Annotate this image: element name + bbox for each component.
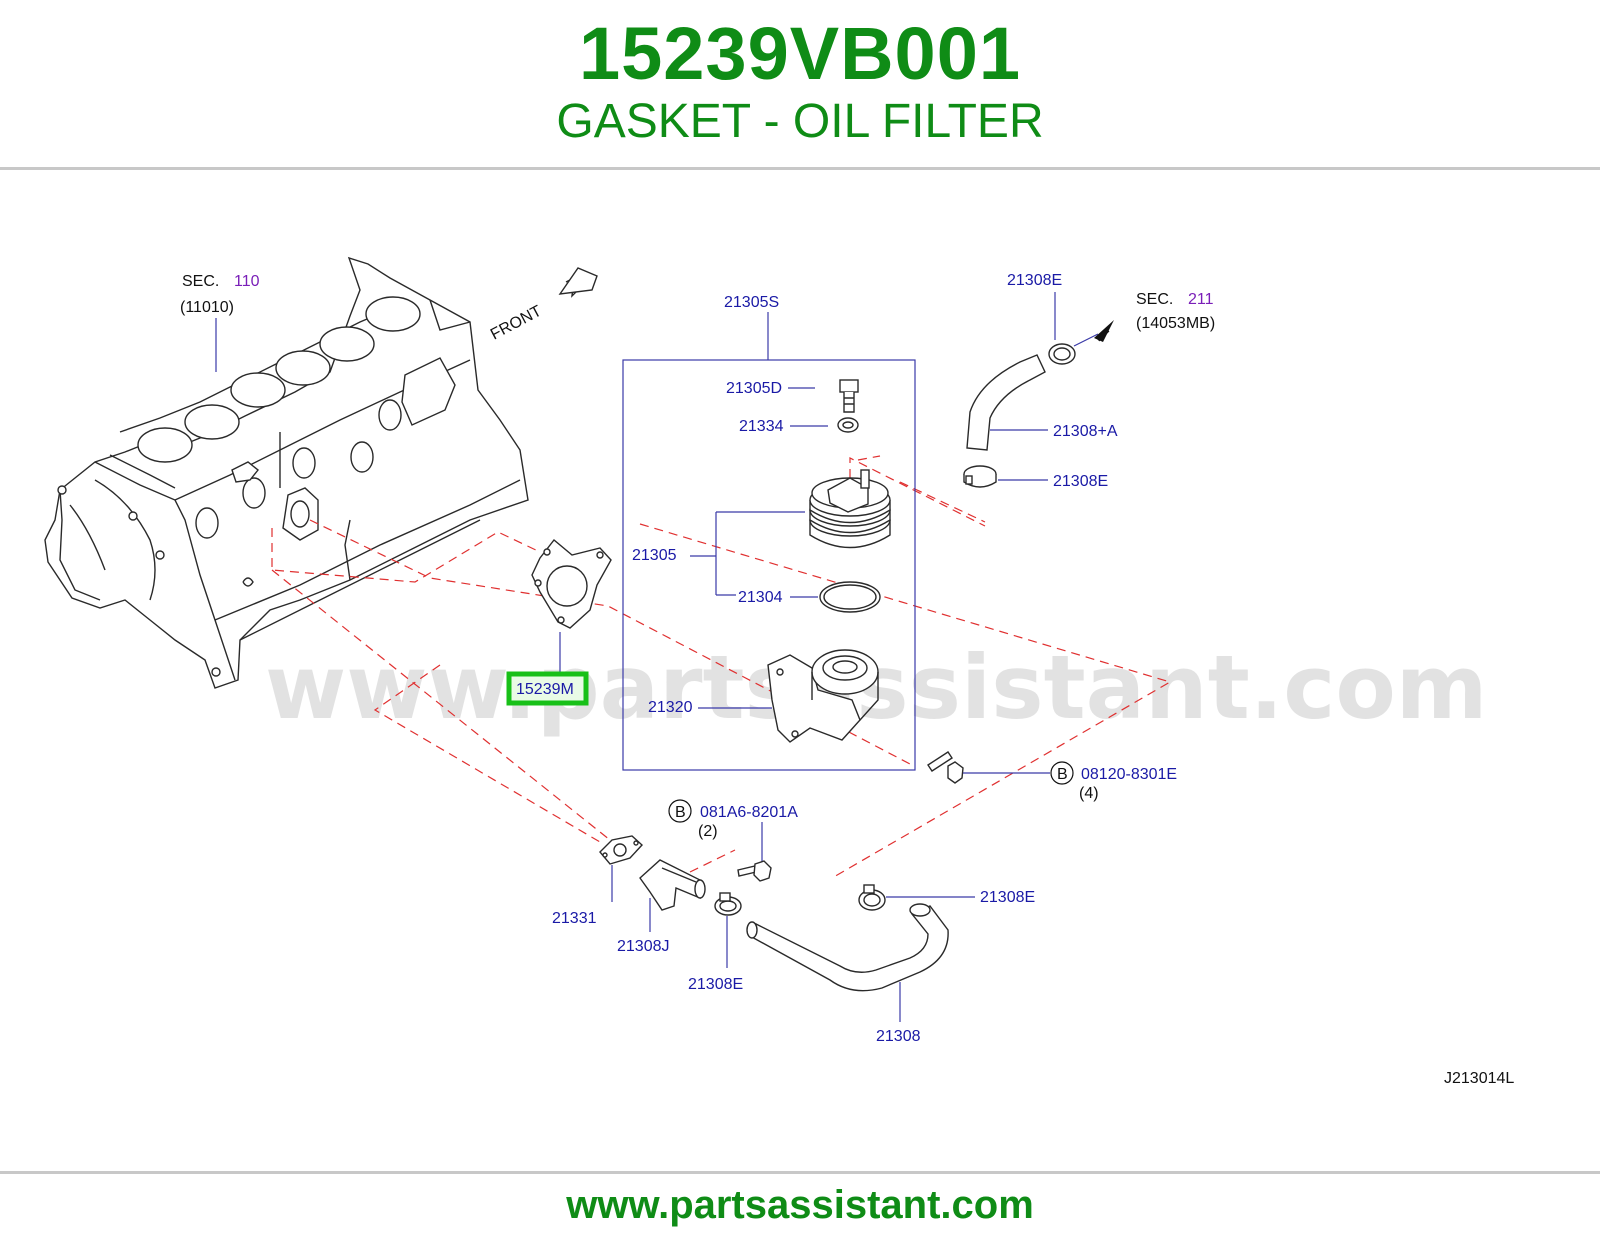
part-label-08120-8301e[interactable]: 08120-8301E — [1081, 766, 1177, 783]
bolt-b-marker-icon — [1050, 761, 1074, 785]
21305-leader-b — [715, 511, 805, 596]
sec-110-prefix: SEC. — [182, 273, 219, 290]
sec-110-link[interactable]: 110 — [234, 273, 260, 290]
diagram-code: J213014L — [1444, 1070, 1514, 1087]
part-label-21334[interactable]: 21334 — [739, 418, 784, 435]
part-label-21308e-top[interactable]: 21308E — [1007, 272, 1062, 289]
engine-block-drawing — [44, 256, 529, 689]
gasket-21331-drawing — [599, 835, 643, 865]
part-name-subtitle: GASKET - OIL FILTER — [556, 95, 1044, 148]
bolt-b-letter-right: B — [1057, 766, 1068, 783]
hose-21308-drawing — [746, 903, 949, 992]
part-label-21305s[interactable]: 21305S — [724, 294, 779, 311]
part-qty-081a6: (2) — [698, 823, 718, 840]
gasket-15239m-drawing — [531, 538, 612, 629]
part-label-081a6-8201a[interactable]: 081A6-8201A — [700, 804, 798, 821]
part-label-21305d[interactable]: 21305D — [726, 380, 782, 397]
bolt-21305d-drawing — [839, 379, 859, 413]
front-label: FRONT — [488, 303, 545, 344]
part-label-21308a[interactable]: 21308+A — [1053, 423, 1118, 440]
bolt-08120-drawing — [927, 751, 964, 784]
oring-21304-drawing — [819, 581, 881, 613]
part-label-21305[interactable]: 21305 — [632, 547, 677, 564]
hose-21308a-drawing — [963, 343, 1076, 488]
footer-divider — [0, 1171, 1600, 1174]
front-arrow-icon — [558, 267, 598, 298]
part-label-21320[interactable]: 21320 — [648, 699, 693, 716]
part-qty-08120: (4) — [1079, 785, 1099, 802]
header-divider — [0, 167, 1600, 170]
page-header: 15239VB001 GASKET - OIL FILTER — [0, 0, 1600, 170]
sec-211-prefix: SEC. — [1136, 291, 1173, 308]
bolt-b-marker-icon-2 — [668, 799, 692, 823]
oil-cooler-21305-drawing — [809, 469, 891, 549]
part-label-21304[interactable]: 21304 — [738, 589, 783, 606]
sec-211-link[interactable]: 211 — [1188, 291, 1214, 308]
part-label-21308e-bottom[interactable]: 21308E — [688, 976, 743, 993]
part-label-21308e-mid[interactable]: 21308E — [1053, 473, 1108, 490]
assembly-dash-lines — [271, 455, 1172, 879]
connector-21308j-drawing — [639, 859, 706, 911]
part-label-21331[interactable]: 21331 — [552, 910, 597, 927]
housing-21320-drawing — [767, 649, 879, 743]
bolt-b-letter-left: B — [675, 804, 686, 821]
sec-110-ref: (11010) — [180, 299, 234, 316]
part-label-21308[interactable]: 21308 — [876, 1028, 921, 1045]
target-part-highlight[interactable] — [506, 671, 589, 706]
oil-cooler-kit-box — [622, 359, 916, 771]
clamp-21308e-right-drawing — [858, 884, 886, 911]
part-label-21308j[interactable]: 21308J — [617, 938, 670, 955]
part-number-title: 15239VB001 — [578, 12, 1022, 95]
part-label-15239m[interactable]: 15239M — [516, 681, 574, 698]
watermark-text: www.partsassistant.com — [265, 636, 1488, 739]
bolt-081a6-drawing — [737, 860, 772, 882]
footer-site-link[interactable]: www.partsassistant.com — [566, 1183, 1034, 1227]
clamp-21308e-bottom-drawing — [714, 892, 742, 916]
sec-211-ref: (14053MB) — [1136, 315, 1215, 332]
part-label-21308e-right[interactable]: 21308E — [980, 889, 1035, 906]
